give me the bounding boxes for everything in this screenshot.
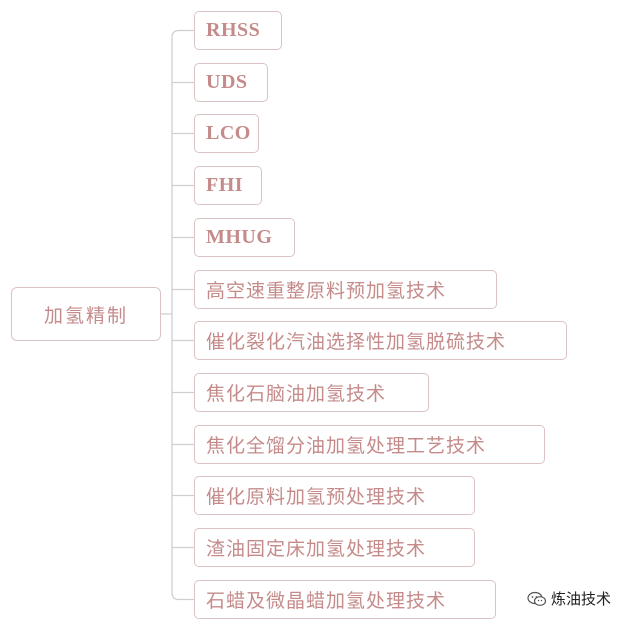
child-node: 渣油固定床加氢处理技术 <box>194 528 475 567</box>
child-node-label: FHI <box>206 174 244 196</box>
branch-connector <box>171 29 194 38</box>
child-node-label: UDS <box>206 71 248 93</box>
child-node: UDS <box>194 63 268 102</box>
child-node: 石蜡及微晶蜡加氢处理技术 <box>194 580 496 619</box>
root-node-label: 加氢精制 <box>43 304 128 327</box>
child-node: MHUG <box>194 218 295 257</box>
child-node-label: 催化裂化汽油选择性加氢脱硫技术 <box>206 331 507 353</box>
child-node-label: 焦化全馏分油加氢处理工艺技术 <box>206 435 487 457</box>
child-node: 高空速重整原料预加氢技术 <box>194 270 497 309</box>
watermark: 炼油技术 <box>527 588 611 609</box>
child-node-label: 渣油固定床加氢处理技术 <box>206 538 427 560</box>
child-node: 焦化全馏分油加氢处理工艺技术 <box>194 425 545 464</box>
child-node-label: LCO <box>206 122 251 144</box>
child-node: FHI <box>194 166 262 205</box>
root-node: 加氢精制 <box>11 287 161 341</box>
child-node-label: 催化原料加氢预处理技术 <box>206 486 427 508</box>
child-node-label: MHUG <box>206 226 273 248</box>
child-node-label: 高空速重整原料预加氢技术 <box>206 280 447 302</box>
watermark-text: 炼油技术 <box>551 590 612 608</box>
child-node: 焦化石脑油加氢技术 <box>194 373 429 412</box>
child-node-label: 焦化石脑油加氢技术 <box>206 383 387 405</box>
branch-connector <box>171 592 194 601</box>
wechat-icon <box>527 591 547 606</box>
child-node: 催化裂化汽油选择性加氢脱硫技术 <box>194 321 567 360</box>
child-node-label: 石蜡及微晶蜡加氢处理技术 <box>206 590 447 612</box>
child-node: LCO <box>194 114 259 153</box>
child-node: 催化原料加氢预处理技术 <box>194 476 475 515</box>
child-node: RHSS <box>194 11 282 50</box>
child-node-label: RHSS <box>206 19 261 41</box>
